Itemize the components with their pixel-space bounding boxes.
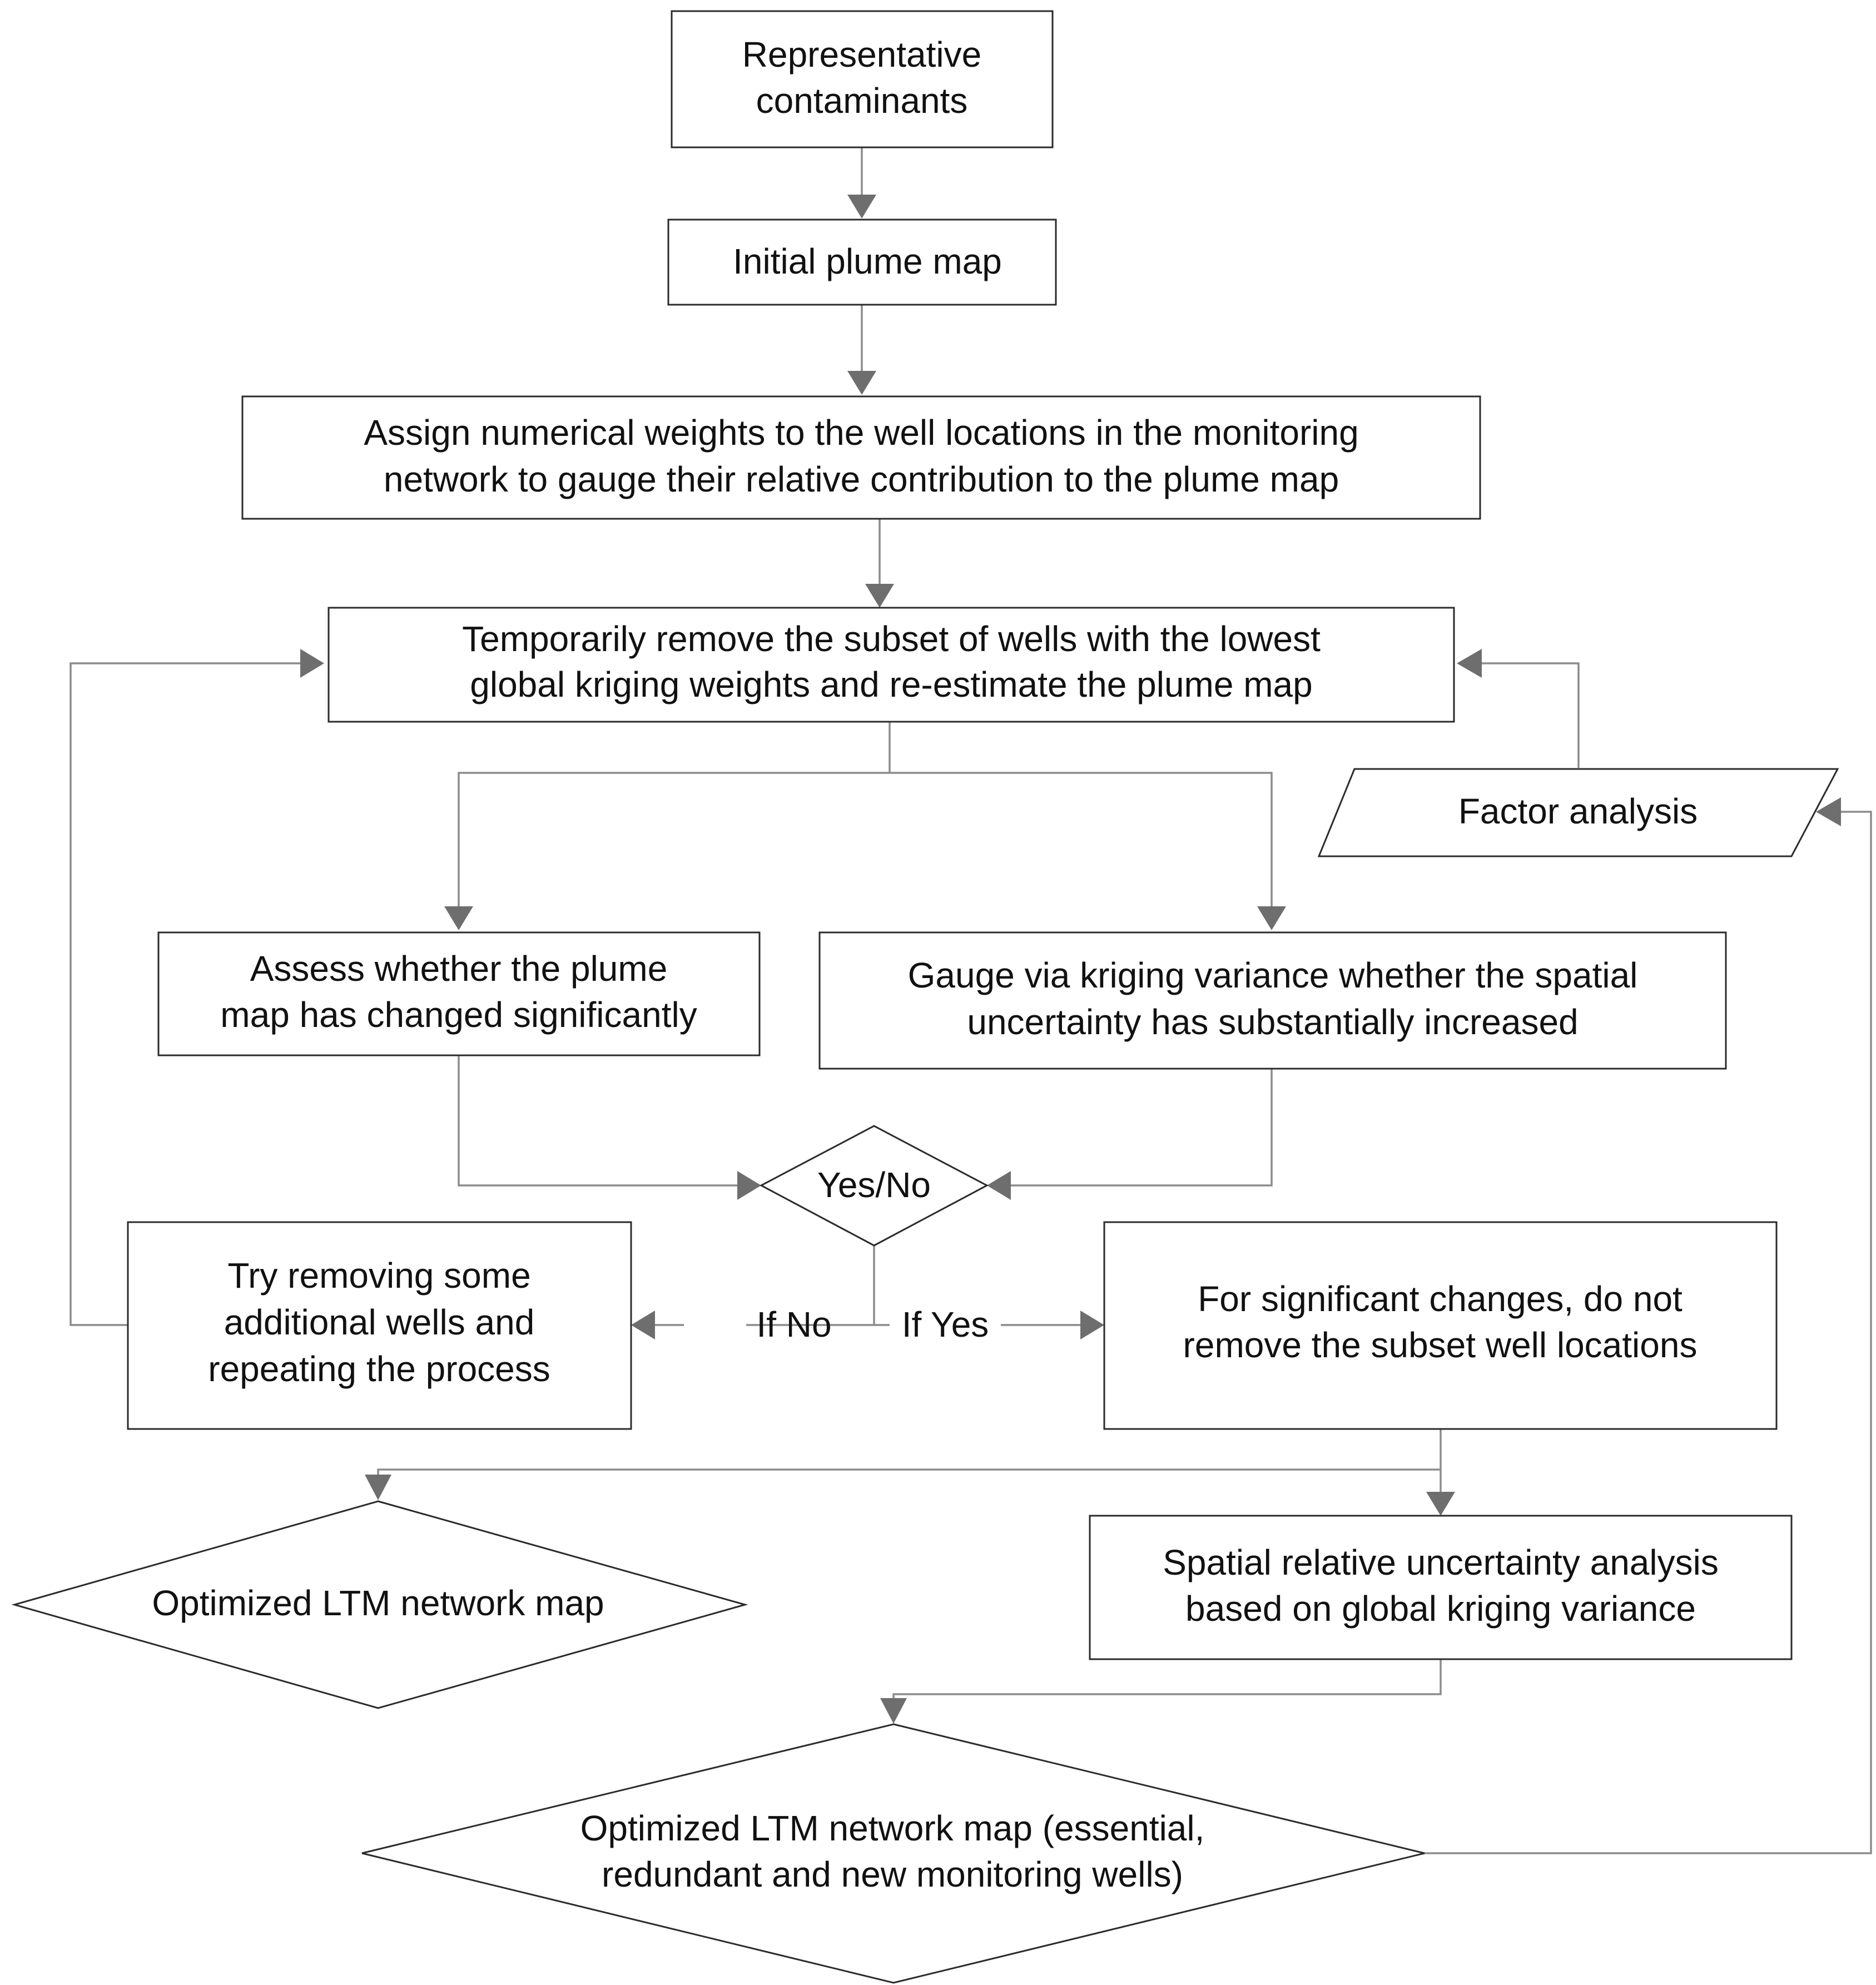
node-text: Spatial relative uncertainty analysis <box>1163 1542 1719 1582</box>
arrowhead <box>847 371 876 395</box>
node-assign-weights: Assign numerical weights to the well loc… <box>241 395 1481 520</box>
arrowhead <box>865 584 894 608</box>
connectors <box>70 147 1872 1854</box>
node-assess-plume-change: Assess whether the plume map has changed… <box>157 931 761 1056</box>
connector-gauge-to-decision <box>1011 1069 1273 1187</box>
node-decision: Yes/No <box>759 1125 989 1247</box>
node-spatial-uncertainty: Spatial relative uncertainty analysis ba… <box>1089 1515 1793 1660</box>
edge-label-if-no: If No <box>756 1304 831 1344</box>
node-representative-contaminants: Representative contaminants <box>671 10 1054 148</box>
arrowhead <box>1257 906 1286 930</box>
node-text: contaminants <box>756 81 968 121</box>
node-text: Try removing some <box>227 1255 530 1296</box>
node-optimized-map: Optimized LTM network map <box>11 1500 748 1709</box>
arrowhead <box>1816 797 1841 826</box>
node-text: Optimized LTM network map (essential, <box>580 1808 1205 1848</box>
arrowhead <box>444 906 473 930</box>
node-optimized-map-full: Optimized LTM network map (essential, re… <box>361 1723 1425 1984</box>
node-text: Optimized LTM network map <box>152 1583 604 1623</box>
node-text: repeating the process <box>208 1349 550 1389</box>
node-text: Assess whether the plume <box>250 949 668 989</box>
connector-split-left <box>458 772 890 906</box>
arrowhead <box>737 1171 761 1200</box>
arrowhead <box>880 1698 907 1724</box>
node-gauge-kriging-variance: Gauge via kriging variance whether the s… <box>818 931 1727 1070</box>
node-text: Assign numerical weights to the well loc… <box>364 413 1358 453</box>
node-text: additional wells and <box>224 1302 535 1342</box>
connector-final-to-factor <box>1425 811 1872 1854</box>
arrowhead <box>1426 1492 1455 1516</box>
arrowhead <box>631 1311 655 1339</box>
node-text: map has changed significantly <box>220 995 697 1035</box>
arrowhead <box>1080 1311 1104 1339</box>
node-text: remove the subset well locations <box>1183 1325 1698 1365</box>
node-text: Gauge via kriging variance whether the s… <box>908 955 1638 995</box>
node-text: global kriging weights and re-estimate t… <box>470 664 1312 704</box>
node-text: Yes/No <box>817 1165 931 1205</box>
node-text: based on global kriging variance <box>1185 1589 1696 1629</box>
node-temporarily-remove: Temporarily remove the subset of wells w… <box>327 607 1455 723</box>
node-text: Initial plume map <box>733 241 1002 281</box>
node-significant-changes: For significant changes, do not remove t… <box>1103 1221 1778 1430</box>
arrowhead <box>987 1171 1011 1200</box>
node-text: For significant changes, do not <box>1198 1279 1683 1319</box>
connector-split-right <box>890 772 1273 906</box>
node-text: Representative <box>742 34 981 75</box>
connector-loop-back <box>70 662 300 1326</box>
node-try-removing: Try removing some additional wells and r… <box>127 1221 632 1430</box>
arrowhead <box>300 649 324 678</box>
connector-spatial-to-final <box>892 1659 1442 1700</box>
node-text: redundant and new monitoring wells) <box>602 1854 1183 1894</box>
node-text: Temporarily remove the subset of wells w… <box>462 619 1321 659</box>
arrowhead <box>1457 649 1482 678</box>
node-factor-analysis: Factor analysis <box>1317 768 1839 857</box>
connector-factor-to-remove <box>1482 662 1580 768</box>
node-text: uncertainty has substantially increased <box>967 1002 1578 1042</box>
node-initial-plume-map: Initial plume map <box>667 219 1057 306</box>
node-text: network to gauge their relative contribu… <box>384 459 1339 499</box>
arrowhead <box>847 195 876 219</box>
connector-assess-to-decision <box>458 1055 737 1187</box>
connector-to-optimized-map <box>377 1468 1441 1478</box>
node-text: Factor analysis <box>1458 791 1698 831</box>
edge-label-if-yes: If Yes <box>902 1304 989 1344</box>
arrowhead <box>365 1475 391 1500</box>
